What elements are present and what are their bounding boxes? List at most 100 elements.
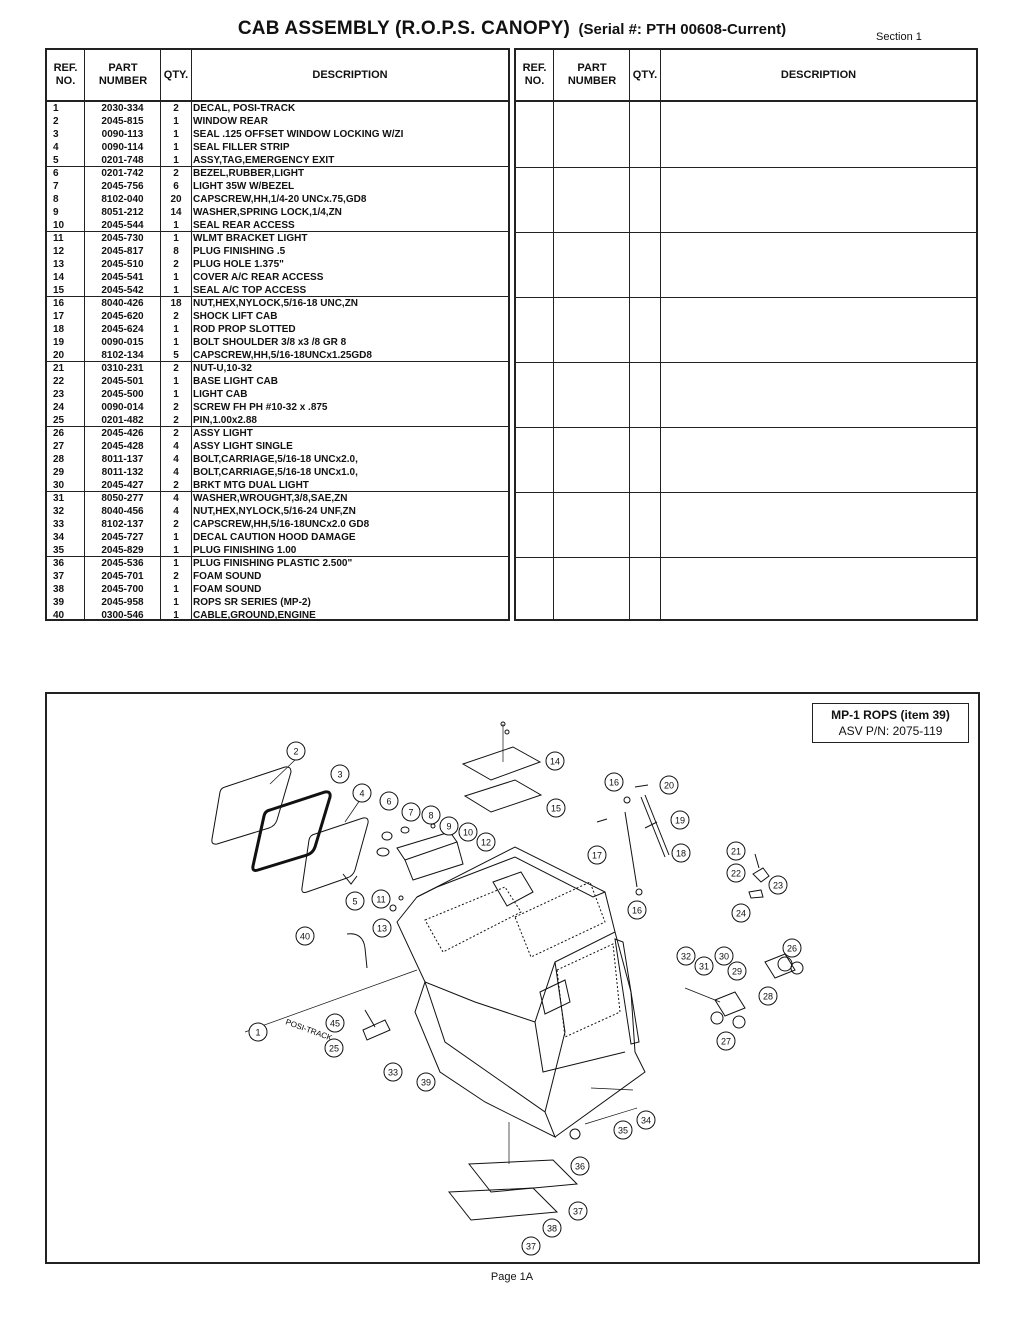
- ref-cell: 9: [53, 207, 59, 218]
- qty-cell: 1: [173, 545, 179, 556]
- qty-cell: 1: [173, 610, 179, 621]
- description-cell: ROD PROP SLOTTED: [193, 324, 296, 335]
- callout-bubble-label: 23: [773, 881, 783, 891]
- callout-bubble-label: 3: [337, 770, 342, 780]
- qty-cell: 1: [173, 584, 179, 595]
- qty-cell: 2: [173, 363, 179, 374]
- description-cell: CAPSCREW,HH,1/4-20 UNCx.75,GD8: [193, 194, 367, 205]
- callout-bubble: 2: [286, 741, 306, 761]
- description-cell: BRKT MTG DUAL LIGHT: [193, 480, 309, 491]
- callout-bubble-label: 24: [736, 909, 746, 919]
- ref-cell: 28: [53, 454, 65, 465]
- callout-bubble: 33: [383, 1062, 403, 1082]
- description-cell: BOLT SHOULDER 3/8 x3 /8 GR 8: [193, 337, 347, 348]
- ref-cell: 31: [53, 493, 65, 504]
- window-rear-part: [211, 759, 296, 845]
- description-cell: BASE LIGHT CAB: [193, 376, 278, 387]
- callout-bubble-label: 40: [300, 932, 310, 942]
- callout-bubble-label: 1: [255, 1028, 260, 1038]
- ref-cell: 6: [53, 168, 59, 179]
- foam-sound-part: [448, 1087, 638, 1221]
- ref-cell: 13: [53, 259, 65, 270]
- callout-bubble-label: 11: [376, 895, 385, 905]
- description-cell: LIGHT CAB: [193, 389, 248, 400]
- ref-cell: 10: [53, 220, 65, 231]
- part-number-cell: 2045-542: [101, 285, 144, 296]
- ref-cell: 24: [53, 402, 65, 413]
- part-number-cell: 8011-137: [101, 454, 144, 465]
- page-number: Page 1A: [490, 1271, 534, 1283]
- ref-cell: 25: [53, 415, 65, 426]
- cab-light-part: [748, 853, 770, 899]
- ref-cell: 12: [53, 246, 65, 257]
- callout-part-number: ASV P/N: 2075-119: [838, 724, 943, 738]
- description-cell: SEAL .125 OFFSET WINDOW LOCKING W/ZI: [193, 129, 404, 140]
- group-divider: [516, 362, 976, 363]
- ref-cell: 18: [53, 324, 65, 335]
- qty-cell: 2: [173, 259, 179, 270]
- description-cell: PLUG FINISHING PLASTIC 2.500": [193, 558, 353, 569]
- part-number-cell: 2045-500: [101, 389, 144, 400]
- part-number-cell: 0300-546: [101, 610, 144, 621]
- qty-cell: 1: [173, 324, 179, 335]
- callout-box: MP-1 ROPS (item 39) ASV P/N: 2075-119: [812, 703, 969, 743]
- parts-table-right: REF. NO. PART NUMBER QTY. DESCRIPTION: [514, 48, 978, 621]
- ref-cell: 1: [53, 103, 59, 114]
- qty-cell: 1: [173, 220, 179, 231]
- callout-bubble-label: 15: [551, 804, 561, 814]
- ref-cell: 23: [53, 389, 65, 400]
- description-cell: SCREW FH PH #10-32 x .875: [193, 402, 328, 413]
- description-cell: BOLT,CARRIAGE,5/16-18 UNCx2.0,: [193, 454, 358, 465]
- ref-cell: 37: [53, 571, 65, 582]
- callout-bubble: 25: [324, 1038, 344, 1058]
- title-serial: (Serial #: PTH 00608-Current): [578, 21, 787, 38]
- callout-bubble: 8: [421, 805, 441, 825]
- description-cell: ASSY LIGHT: [193, 428, 253, 439]
- callout-bubble-label: 38: [547, 1224, 557, 1234]
- qty-cell: 14: [170, 207, 182, 218]
- callout-bubble: 16: [604, 772, 624, 792]
- ref-cell: 11: [53, 233, 64, 244]
- callout-bubble: 38: [542, 1218, 562, 1238]
- qty-cell: 1: [173, 142, 179, 153]
- ref-cell: 40: [53, 610, 65, 621]
- callout-bubble-label: 34: [641, 1116, 651, 1126]
- qty-cell: 1: [173, 129, 179, 140]
- ref-cell: 36: [53, 558, 65, 569]
- description-cell: DECAL CAUTION HOOD DAMAGE: [193, 532, 356, 543]
- callout-bubble-label: 7: [408, 808, 413, 818]
- callout-bubble: 37: [568, 1201, 588, 1221]
- description-cell: ROPS SR SERIES (MP-2): [193, 597, 311, 608]
- description-cell: BOLT,CARRIAGE,5/16-18 UNCx1.0,: [193, 467, 358, 478]
- ref-cell: 3: [53, 129, 59, 140]
- column-divider: [191, 50, 192, 619]
- group-divider: [516, 557, 976, 558]
- callout-bubble: 1: [248, 1022, 268, 1042]
- part-number-cell: 2045-544: [101, 220, 144, 231]
- ref-cell: 39: [53, 597, 65, 608]
- ref-cell: 29: [53, 467, 65, 478]
- callout-bubble-label: 36: [575, 1162, 585, 1172]
- callout-bubble: 28: [758, 986, 778, 1006]
- callout-title: MP-1 ROPS (item 39): [831, 708, 950, 722]
- callout-bubble: 21: [726, 841, 746, 861]
- part-number-cell: 2045-427: [101, 480, 144, 491]
- callout-bubble: 4: [352, 783, 372, 803]
- group-divider: [47, 296, 508, 297]
- description-cell: CAPSCREW,HH,5/16-18UNCx1.25GD8: [193, 350, 372, 361]
- ground-cable-part: [346, 933, 368, 969]
- part-number-cell: 2045-700: [101, 584, 144, 595]
- qty-cell: 1: [173, 272, 179, 283]
